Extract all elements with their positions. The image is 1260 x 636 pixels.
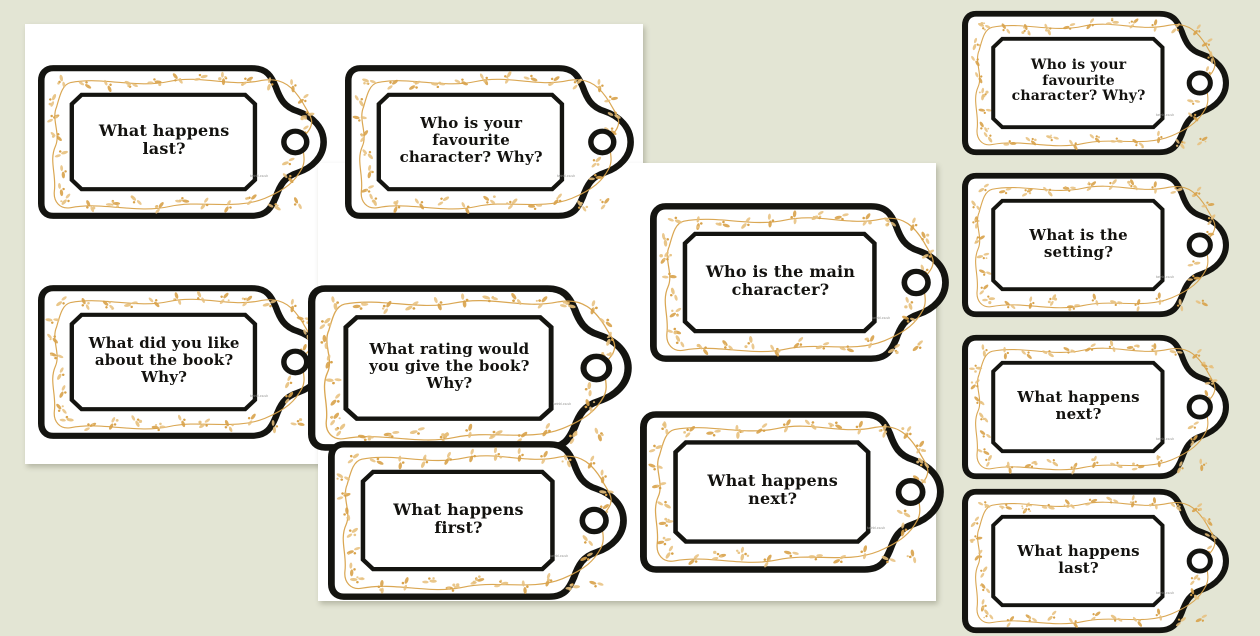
vine-border-decoration bbox=[971, 17, 1216, 151]
tag-hole bbox=[281, 128, 310, 156]
vine-border-decoration bbox=[352, 71, 621, 215]
tag-shape bbox=[345, 62, 635, 222]
tag-shape bbox=[650, 200, 950, 365]
vine-border-decoration bbox=[971, 179, 1216, 312]
vine-border-decoration bbox=[47, 71, 315, 214]
tag-hole bbox=[580, 353, 613, 383]
tag-shape bbox=[38, 282, 328, 442]
tag-shape bbox=[962, 332, 1230, 482]
book-review-question-tag[interactable]: What happens next?twinkl.co.uk bbox=[640, 408, 945, 576]
tag-hole bbox=[579, 506, 609, 535]
tag-shape bbox=[962, 486, 1230, 636]
vine-border-decoration bbox=[969, 340, 1218, 475]
vine-border-decoration bbox=[659, 210, 935, 357]
vine-border-decoration bbox=[969, 495, 1217, 629]
tag-shape bbox=[38, 62, 328, 222]
tag-shape bbox=[640, 408, 945, 576]
book-review-question-tag[interactable]: Who is your favourite character? Why?twi… bbox=[345, 62, 635, 222]
book-review-question-tag[interactable]: What is the setting?twinkl.co.uk bbox=[962, 170, 1230, 320]
tag-hole bbox=[281, 348, 310, 376]
book-review-question-tag[interactable]: Who is your favourite character? Why?twi… bbox=[962, 8, 1230, 158]
tag-hole bbox=[1186, 232, 1213, 258]
tag-shape bbox=[328, 438, 628, 603]
book-review-question-tag[interactable]: What did you like about the book? Why?tw… bbox=[38, 282, 328, 442]
tag-hole bbox=[901, 268, 931, 297]
book-review-question-tag[interactable]: Who is the main character?twinkl.co.uk bbox=[650, 200, 950, 365]
book-review-question-tag[interactable]: What happens first?twinkl.co.uk bbox=[328, 438, 628, 603]
tag-hole bbox=[1186, 394, 1213, 420]
tag-hole bbox=[588, 128, 617, 156]
tag-shape bbox=[308, 282, 633, 454]
book-review-question-tag[interactable]: What happens last?twinkl.co.uk bbox=[38, 62, 328, 222]
vine-border-decoration bbox=[45, 291, 314, 434]
tag-hole bbox=[1186, 548, 1213, 574]
book-review-question-tag[interactable]: What happens last?twinkl.co.uk bbox=[962, 486, 1230, 636]
tag-shape bbox=[962, 170, 1230, 320]
book-review-question-tag[interactable]: What rating would you give the book? Why… bbox=[308, 282, 633, 454]
tag-hole bbox=[1186, 70, 1213, 96]
tag-shape bbox=[962, 8, 1230, 158]
book-review-question-tag[interactable]: What happens next?twinkl.co.uk bbox=[962, 332, 1230, 482]
tag-hole bbox=[895, 478, 926, 506]
